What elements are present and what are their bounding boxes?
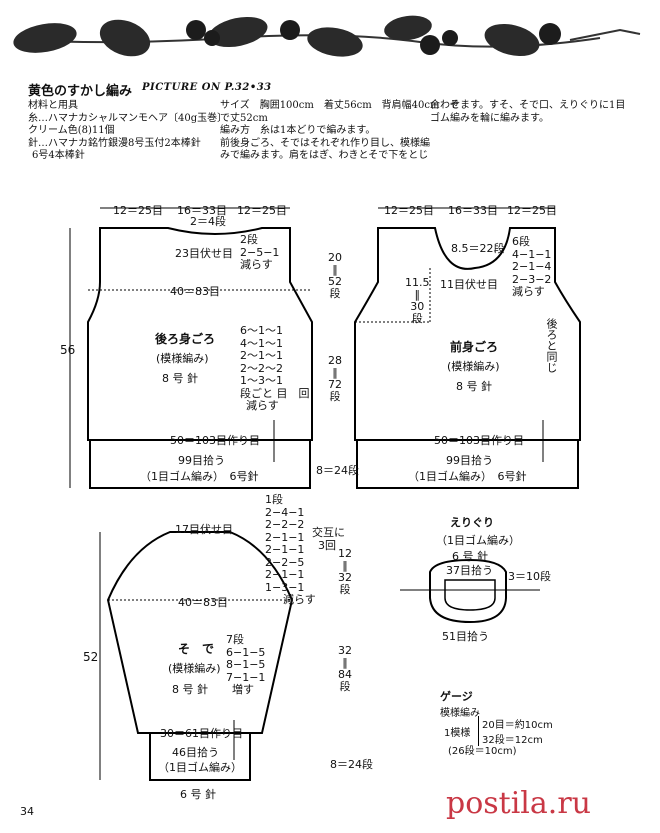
method-line: 合わせます。すそ、そで口、えりぐりに1目	[430, 100, 626, 111]
leaf-banner	[13, 15, 641, 57]
sleeve-rib	[149, 733, 251, 781]
front-top-left: 12＝25目	[384, 204, 434, 217]
materials-line: 針…ハマナカ銘竹銀漫8号玉付2本棒針	[28, 137, 201, 149]
sleeve-outline	[106, 531, 294, 734]
body-height: 28 ‖ 72 段	[328, 354, 342, 403]
gauge-label: 1模様	[444, 728, 471, 739]
front-neck-bind: 11目伏せ目	[440, 278, 498, 291]
sleeve-inc: 7段 6−1−5 8−1−5 7−1−1 増す	[226, 633, 266, 696]
back-height: 56	[60, 343, 76, 357]
front-top-mid: 16＝33目	[448, 204, 498, 217]
front-rib: （1目ゴム編み） 6号針	[408, 470, 527, 483]
back-pickup: 99目拾う	[178, 454, 225, 467]
back-pattern: (模様編み)	[156, 352, 209, 365]
front-name: 前身ごろ	[450, 340, 499, 354]
front-same-as-back: 後ろと同じ	[545, 318, 558, 373]
watermark: postila.ru	[446, 786, 591, 821]
front-neck-dec: 6段 4−1−1 2−1−4 2−3−2 減らす	[512, 235, 552, 298]
collar-pick51: 51目拾う	[442, 630, 489, 643]
size-line: で丈52cm	[220, 112, 268, 124]
page-number: 34	[20, 805, 34, 818]
materials-line: クリーム色(8)11個	[28, 125, 115, 136]
materials-line: 6号4本棒針	[32, 150, 85, 161]
front-needle: 8 号 針	[456, 380, 492, 393]
back-needle: 8 号 針	[162, 372, 198, 385]
back-top-mid: 16＝33目	[177, 204, 227, 217]
back-top-left: 12＝25目	[113, 204, 163, 217]
gauge-line2: 32段＝12cm	[482, 735, 543, 746]
picture-ref: PICTURE ON P.32•33	[142, 82, 272, 93]
sleeve-height: 52	[83, 650, 99, 664]
gauge-lines: 20目＝約10cm 32段＝12cm	[478, 716, 553, 746]
front-cast-on: 50＝103目作り目	[434, 434, 524, 447]
materials-heading: 材料と用具	[28, 100, 78, 111]
sleeve-body-height: 32 ‖ 84 段	[338, 644, 352, 693]
front-pattern: (模様編み)	[447, 360, 500, 373]
back-outline	[87, 227, 313, 441]
rib-rows: 8＝24段	[316, 464, 359, 477]
materials-line: 糸…ハマナカシャルマンモヘア〔40g玉巻〕	[28, 112, 228, 124]
collar-needle: 6 号 針	[452, 550, 488, 563]
back-top-right: 12＝25目	[237, 204, 287, 217]
gauge-line3: (26段＝10cm)	[448, 746, 517, 757]
sleeve-pattern: (模様編み)	[168, 662, 221, 675]
sleeve-rib-rows: 8＝24段	[330, 758, 373, 771]
sleeve-cast-on: 30＝61目作り目	[160, 727, 243, 740]
back-rib: （1目ゴム編み） 6号針	[140, 470, 259, 483]
method-cont-block: 合わせます。すそ、そで口、えりぐりに1目 ゴム編みを輪に編みます。	[430, 100, 625, 125]
sleeve-name: そ で	[178, 642, 215, 656]
method-line: 編み方 糸は1本どりで編みます。	[220, 125, 376, 136]
sleeve-cap-dec: 1段 2−4−1 2−2−2 2−1−1 2−1−1 2−2−5 2−1−1 1…	[265, 493, 316, 606]
collar-pick37: 37目拾う	[446, 564, 493, 577]
front-neck-depth: 11.5 ‖ 30 段	[405, 276, 430, 325]
collar-title: えりぐり	[450, 516, 494, 529]
collar-rows: 3＝10段	[508, 570, 551, 583]
page-title: 黄色のすかし編み	[28, 84, 133, 99]
sleeve-rib: （1目ゴム編み）	[158, 761, 242, 774]
front-top-right: 12＝25目	[507, 204, 557, 217]
back-cast-on: 50＝103目作り目	[170, 434, 260, 447]
back-neck-bind: 23目伏せ目	[175, 247, 233, 260]
gauge-line1: 20目＝約10cm	[482, 720, 553, 731]
sleeve-needle6: 6 号 針	[180, 788, 216, 801]
size-block: サイズ 胸囲100cm 着丈56cm 背肩幅40cm そ で丈52cm 編み方 …	[220, 100, 460, 163]
back-name: 後ろ身ごろ	[155, 332, 216, 346]
sleeve-needle: 8 号 針	[172, 683, 208, 696]
gauge-title: ゲージ	[440, 690, 473, 703]
front-pickup: 99目拾う	[446, 454, 493, 467]
front-outline	[354, 227, 581, 441]
back-armhole-dec: 6～1～1 4～1～1 2～1～1 2～2～2 1～3～1 段ごと 目 回 減ら…	[240, 324, 310, 412]
back-neck-rows: 2＝4段	[190, 215, 226, 228]
collar-rib: （1目ゴム編み）	[436, 534, 520, 547]
materials-block: 材料と用具 糸…ハマナカシャルマンモヘア〔40g玉巻〕 クリーム色(8)11個 …	[28, 100, 227, 163]
method-line: ゴム編みを輪に編みます。	[430, 112, 549, 124]
method-line: みで編みます。肩をはぎ、わきとそで下をとじ	[220, 150, 429, 161]
gauge-sub: 模様編み	[440, 708, 480, 719]
sleeve-pickup: 46目拾う	[172, 746, 219, 759]
back-rib	[89, 440, 311, 489]
sleeve-width: 40＝83目	[178, 596, 228, 609]
sleeve-cap-height: 12 ‖ 32 段	[338, 547, 352, 596]
front-rib	[356, 440, 579, 489]
back-width: 40＝83目	[170, 285, 220, 298]
sleeve-cap-note: 交互に 3回	[312, 526, 345, 552]
back-neck-dec: 2段 2−5−1 減らす	[240, 233, 280, 271]
size-line: サイズ 胸囲100cm 着丈56cm 背肩幅40cm そ	[220, 100, 460, 111]
collar-outline	[429, 558, 507, 624]
front-neck-width: 8.5＝22段	[451, 242, 505, 255]
method-line: 前後身ごろ、そではそれぞれ作り目し、模様編	[220, 137, 430, 149]
armhole-height: 20 ‖ 52 段	[328, 251, 342, 300]
sleeve-cap-bind: 17目伏せ目	[175, 523, 233, 536]
